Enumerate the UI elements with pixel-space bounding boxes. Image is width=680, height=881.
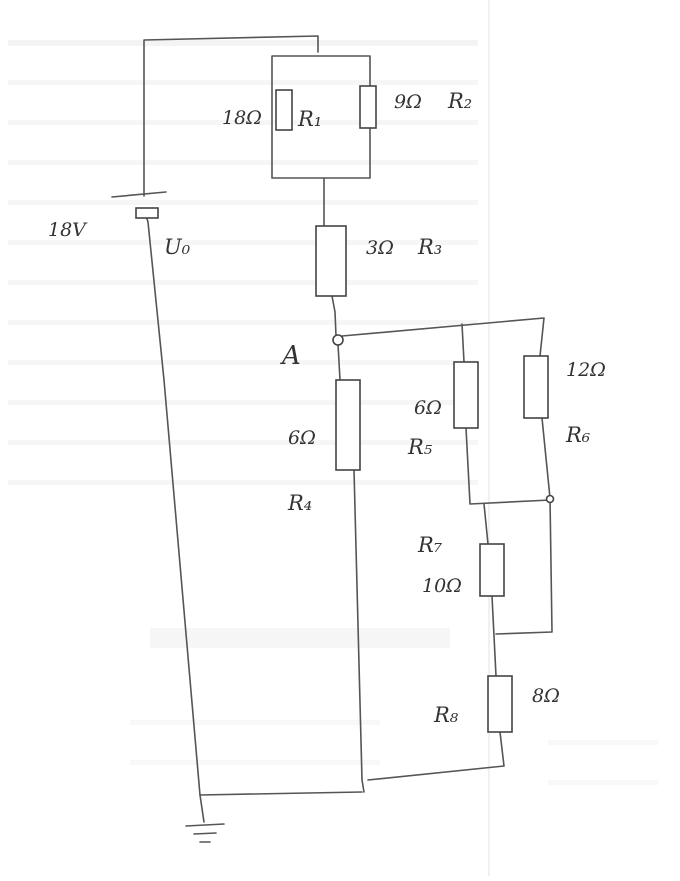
resistor-r1: 18Ω R₁ <box>222 89 322 131</box>
wire-r7-down <box>491 595 497 677</box>
ground-symbol <box>185 823 225 843</box>
r1-name-label: R₁ <box>297 107 322 131</box>
r6-value-label: 12Ω <box>566 359 606 381</box>
r3-value-label: 3Ω <box>366 237 394 259</box>
wire-r1-r2-parallel <box>271 55 371 179</box>
source-name-label: U₀ <box>164 235 191 259</box>
r2-value-label: 9Ω <box>394 91 422 113</box>
resistor-r5: 6Ω R₅ <box>407 361 479 459</box>
wire-source-to-ground <box>143 209 205 823</box>
wire-to-r5 <box>461 323 465 363</box>
voltage-source: 18V U₀ <box>48 191 191 259</box>
wire-to-r7 <box>483 503 489 545</box>
r4-value-label: 6Ω <box>288 427 316 449</box>
resistor-r8: 8Ω R₈ <box>433 675 560 733</box>
wire-r8-to-bottom <box>367 731 505 781</box>
wire-r5-down <box>465 427 551 505</box>
resistor-r3: 3Ω R₃ <box>315 225 442 297</box>
r5-value-label: 6Ω <box>414 397 442 419</box>
resistor-r4: 6Ω R₄ <box>287 379 361 515</box>
r8-value-label: 8Ω <box>532 685 560 707</box>
background-bleed-through <box>8 0 658 876</box>
wire-r4-to-bottom <box>353 469 365 793</box>
r2-name-label: R₂ <box>447 89 472 113</box>
source-value-label: 18V <box>48 219 88 241</box>
wire-a-right <box>341 317 545 357</box>
resistor-r7: R₇ 10Ω <box>417 533 505 597</box>
wire-r6-down <box>495 417 553 635</box>
r6-name-label: R₆ <box>565 423 591 447</box>
node-a: A <box>280 334 344 371</box>
r7-value-label: 10Ω <box>422 575 462 597</box>
wire-r3-to-a <box>331 295 337 337</box>
wire-a-to-r4 <box>337 343 341 381</box>
r1-value-label: 18Ω <box>222 107 262 129</box>
wire-top-loop <box>143 35 319 197</box>
node-a-label: A <box>280 341 301 371</box>
r3-name-label: R₃ <box>417 235 442 259</box>
wire-ground-rail <box>199 791 363 796</box>
resistor-r6: 12Ω R₆ <box>523 355 606 447</box>
r5-name-label: R₅ <box>407 435 433 459</box>
junction-right <box>545 494 555 504</box>
r8-name-label: R₈ <box>433 703 459 727</box>
resistor-r2: 9Ω R₂ <box>359 85 472 129</box>
r7-name-label: R₇ <box>417 533 443 557</box>
r4-name-label: R₄ <box>287 491 312 515</box>
